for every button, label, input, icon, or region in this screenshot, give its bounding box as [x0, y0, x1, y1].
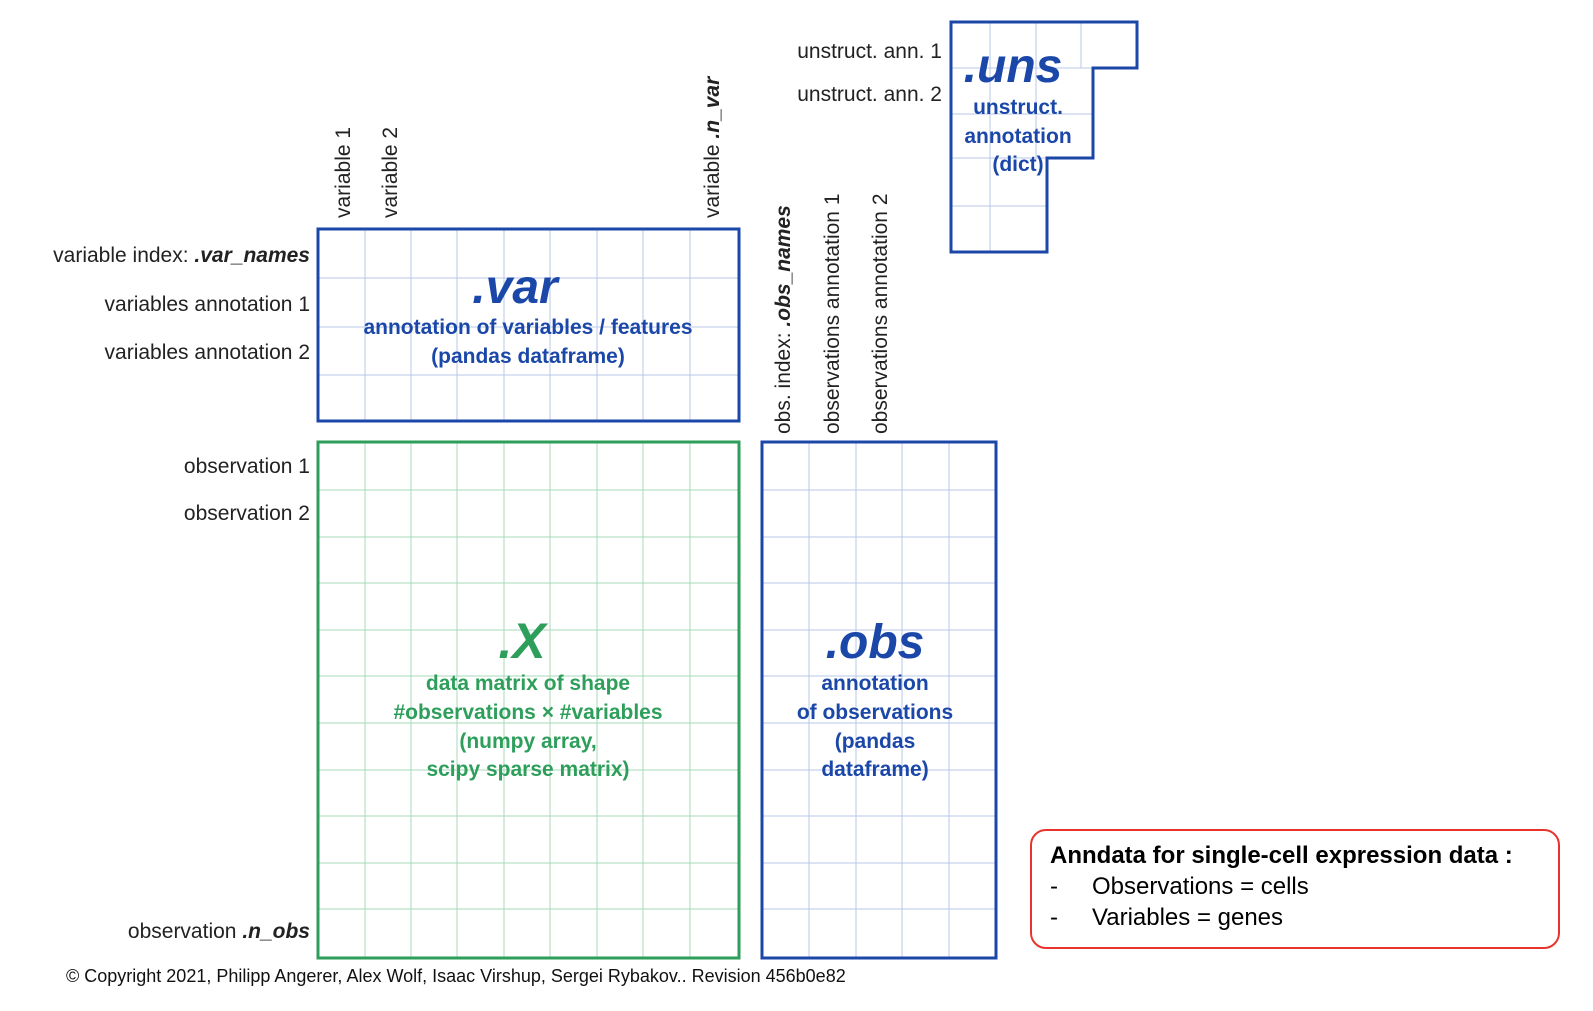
x-row-label-1: observation 1 — [184, 455, 310, 478]
obs-column-label-1: observations annotation 1 — [821, 193, 844, 434]
x-title: .X — [498, 613, 548, 669]
var-column-label-last: variable .n_var — [701, 75, 724, 218]
uns-subtitle-line-2: annotation — [964, 125, 1071, 148]
uns-grid — [951, 22, 1137, 252]
n-var-emphasis: .n_var — [701, 75, 724, 139]
uns-subtitle-line-3: (dict) — [992, 153, 1043, 176]
x-block: observation 1 observation 2 observation … — [128, 440, 741, 960]
x-row-label-2: observation 2 — [184, 502, 310, 525]
var-grid — [318, 229, 739, 421]
x-subtitle-line-1: data matrix of shape — [426, 672, 630, 695]
obs-outline — [760, 440, 998, 960]
x-subtitle-line-4: scipy sparse matrix) — [426, 758, 629, 781]
x-subtitle-line-3: (numpy array, — [459, 730, 596, 753]
obs-title: .obs — [826, 616, 925, 669]
note-item-text: Variables = genes — [1092, 904, 1284, 931]
var-column-label-2: variable 2 — [379, 127, 402, 218]
obs-grid — [762, 442, 996, 958]
obs-subtitle-line-4: dataframe) — [821, 758, 928, 781]
note-item-variables: - Variables = genes — [1050, 902, 1558, 933]
uns-block: unstruct. ann. 1 unstruct. ann. 2 .uns u… — [797, 20, 1139, 254]
var-names-emphasis: .var_names — [194, 244, 310, 267]
note-item-text: Observations = cells — [1092, 873, 1309, 900]
x-grid — [318, 442, 739, 958]
note-item-dash: - — [1050, 873, 1058, 900]
uns-outline — [949, 20, 1139, 254]
uns-label-2: unstruct. ann. 2 — [797, 83, 942, 106]
obs-block: obs. index: .obs_names observations anno… — [760, 193, 998, 960]
n-obs-emphasis: .n_obs — [242, 920, 310, 943]
x-outline — [316, 440, 741, 960]
var-subtitle-line-1: annotation of variables / features — [363, 316, 692, 339]
var-outline — [316, 227, 741, 423]
var-row-label-1: variables annotation 1 — [105, 293, 310, 316]
uns-title: .uns — [964, 40, 1063, 93]
x-row-label-last: observation .n_obs — [128, 920, 310, 943]
obs-subtitle-line-2: of observations — [797, 701, 953, 724]
obs-names-emphasis: .obs_names — [772, 205, 795, 326]
note-title: Anndata for single-cell expression data … — [1050, 842, 1513, 869]
anndata-note-box: Anndata for single-cell expression data … — [1030, 829, 1560, 949]
var-row-label-2: variables annotation 2 — [105, 341, 310, 364]
note-item-dash: - — [1050, 904, 1058, 931]
var-title: .var — [472, 261, 560, 314]
obs-column-label-2: observations annotation 2 — [869, 193, 892, 434]
var-subtitle-line-2: (pandas dataframe) — [431, 345, 625, 368]
obs-subtitle-line-1: annotation — [821, 672, 928, 695]
obs-subtitle-line-3: (pandas — [835, 730, 916, 753]
var-column-label-1: variable 1 — [332, 127, 355, 218]
copyright-footer: © Copyright 2021, Philipp Angerer, Alex … — [66, 966, 846, 986]
obs-index-label: obs. index: .obs_names — [772, 205, 795, 434]
uns-subtitle-line-1: unstruct. — [973, 96, 1063, 119]
note-item-observations: - Observations = cells — [1050, 871, 1558, 902]
x-subtitle-line-2: #observations × #variables — [393, 701, 662, 724]
var-block: variable 1 variable 2 variable .n_var va… — [53, 75, 741, 423]
uns-label-1: unstruct. ann. 1 — [797, 40, 942, 63]
var-index-label: variable index: .var_names — [53, 244, 310, 267]
